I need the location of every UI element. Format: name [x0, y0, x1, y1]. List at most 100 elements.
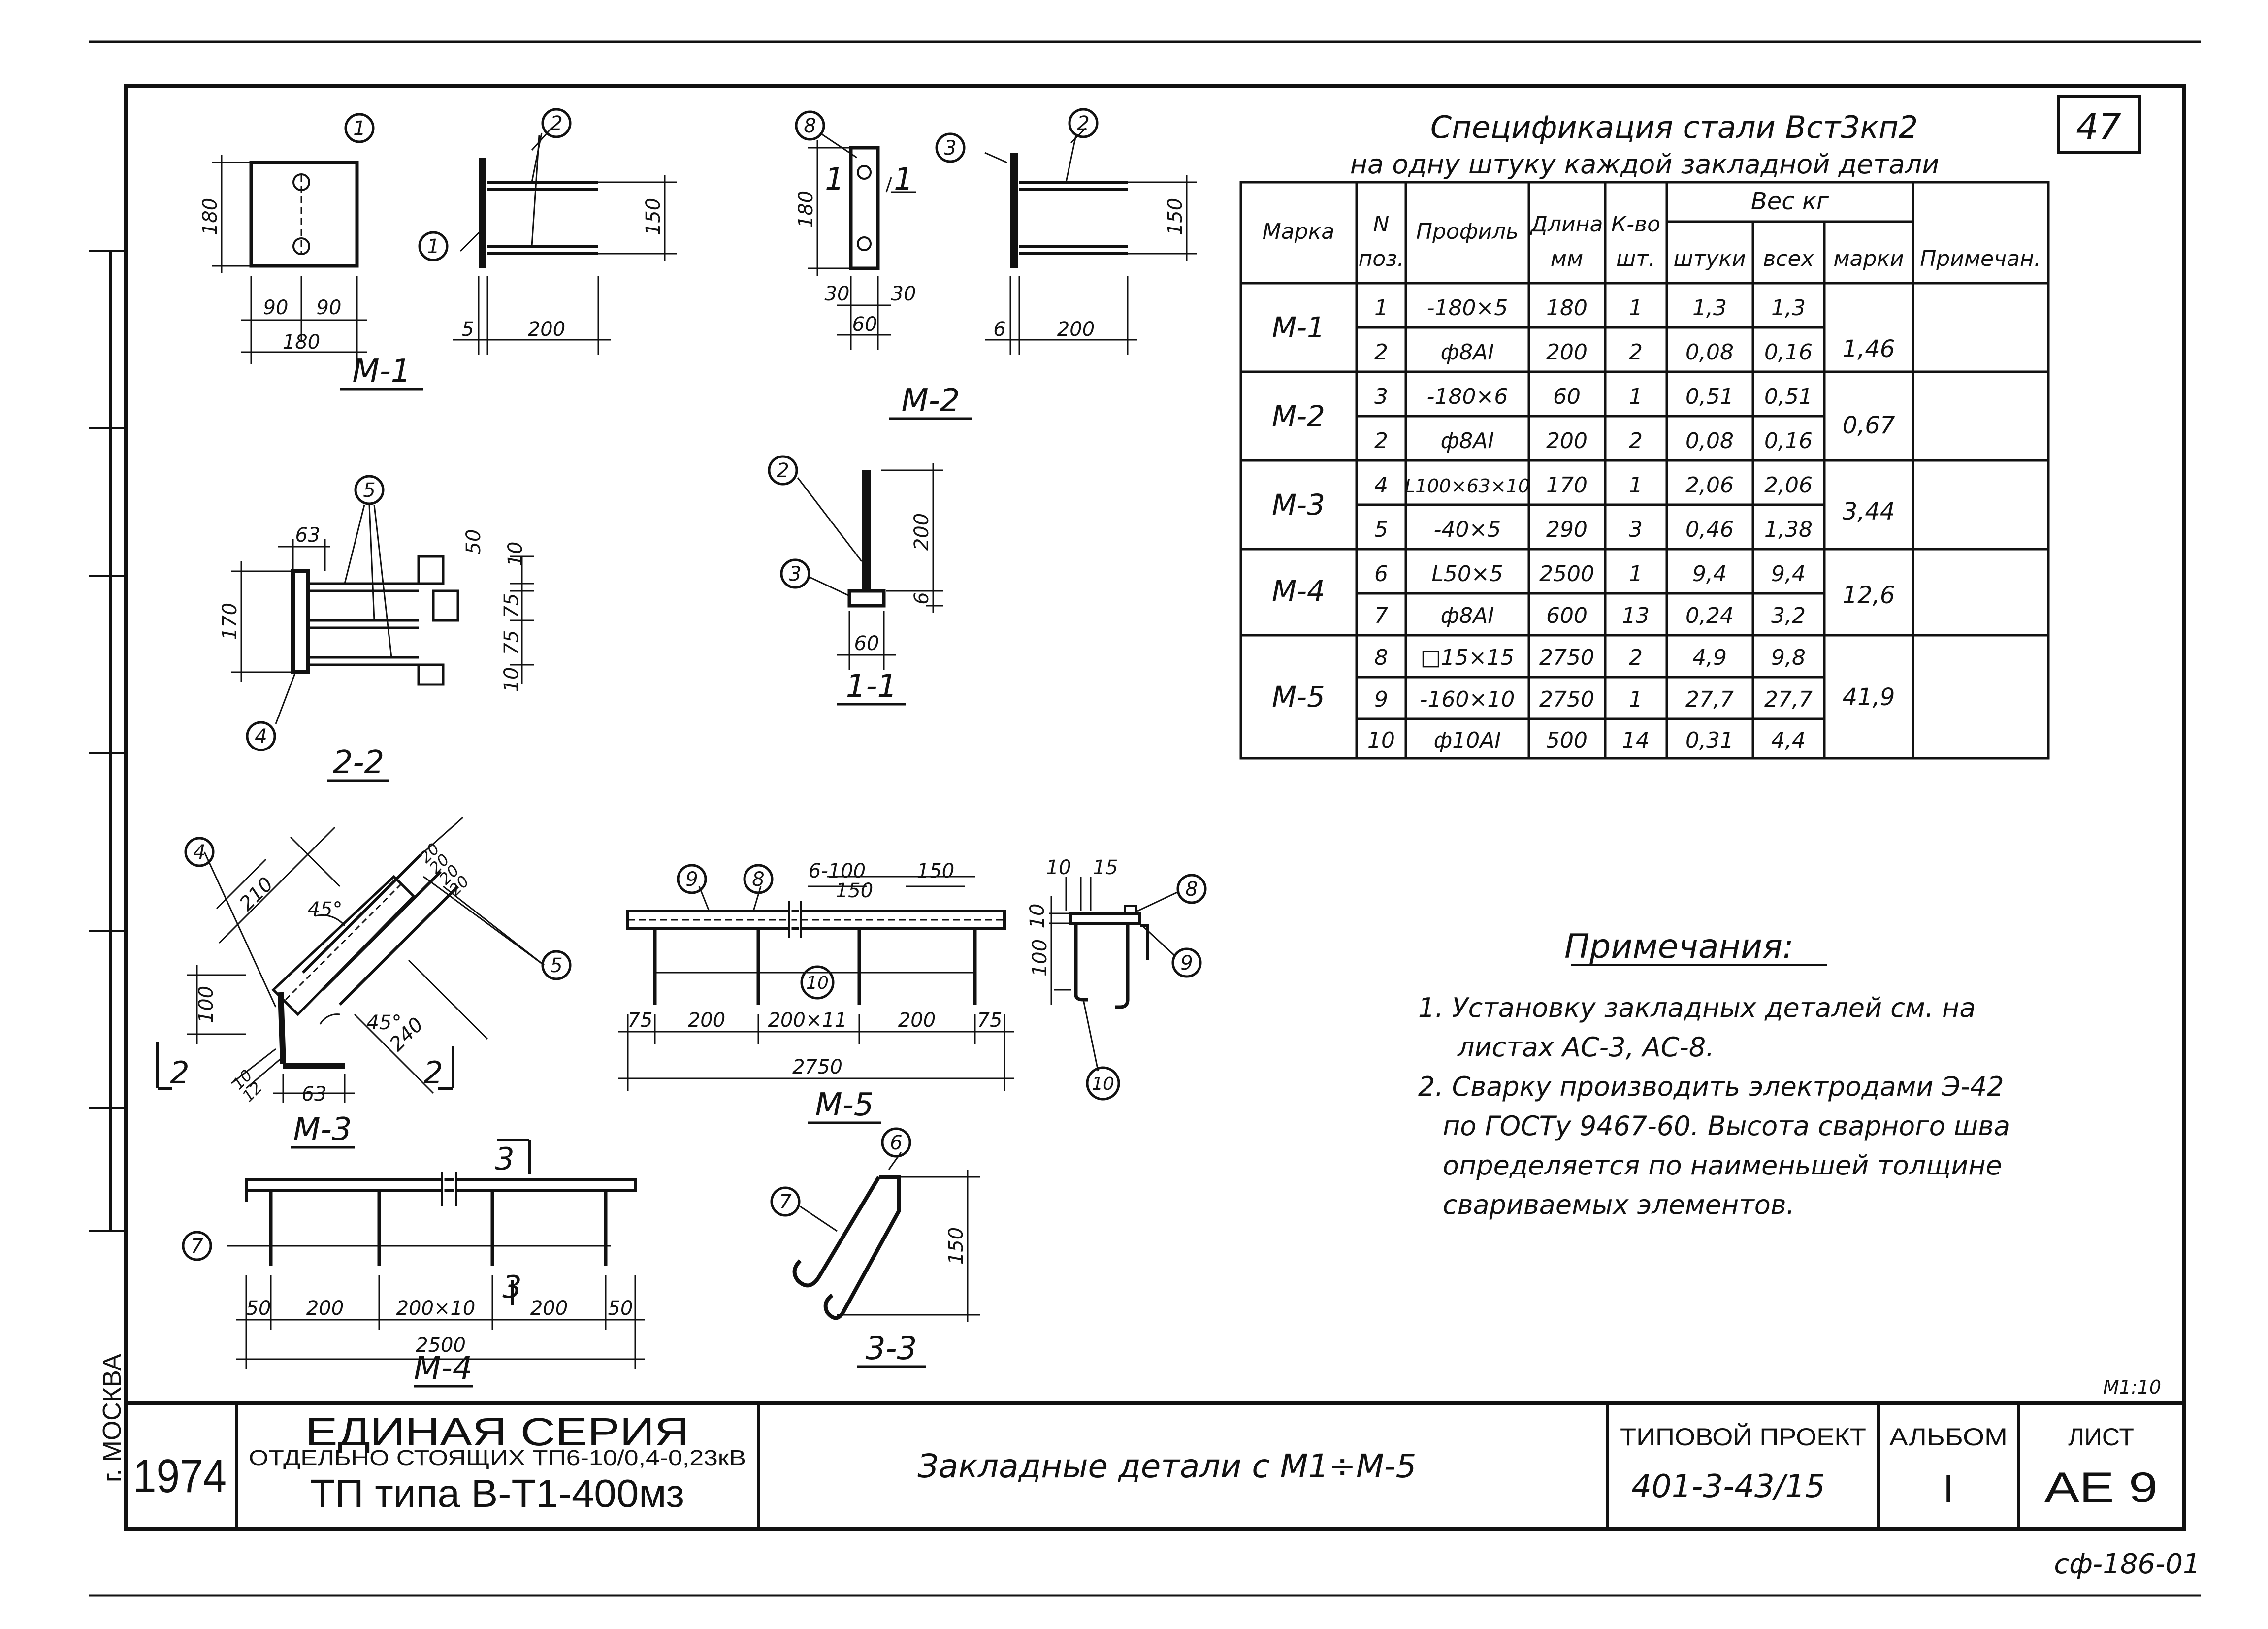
svg-text:60: 60: [1553, 384, 1581, 409]
notes-title: Примечания:: [1564, 927, 1794, 966]
callout-numbers: 1 2 1 8 3 2 5 4 2 3 4 5 9 8 10 8 9 10 6 …: [191, 112, 1198, 1258]
callout-label: 7: [779, 1191, 792, 1213]
svg-text:200×11: 200×11: [768, 1009, 847, 1032]
hdr-pos1: N: [1373, 212, 1390, 237]
svg-text:2: 2: [1629, 645, 1643, 670]
callout-label: 5: [363, 479, 375, 502]
svg-text:15: 15: [1093, 856, 1118, 879]
section-mark: 2: [423, 1055, 443, 1091]
callout-label: 8: [752, 868, 764, 891]
svg-text:210: 210: [235, 873, 278, 916]
svg-text:3: 3: [1374, 384, 1388, 409]
section-mark: 3: [502, 1269, 521, 1305]
group-mark: М-4: [1272, 574, 1325, 608]
svg-text:2: 2: [1374, 340, 1388, 365]
callout-label: 3: [789, 563, 801, 586]
spec-subtitle: на одну штуку каждой закладной детали: [1350, 149, 1940, 180]
table-row: 4 L100×63×10 170 1 2,06 2,06: [1374, 473, 1813, 498]
callout-label: 9: [1180, 952, 1193, 975]
hdr-marka: марки: [1833, 246, 1904, 271]
svg-text:1: 1: [1629, 687, 1643, 712]
svg-text:-180×6: -180×6: [1427, 384, 1508, 409]
callout-label: 3: [944, 137, 956, 160]
stamp-sheet-no: АЕ 9: [2044, 1464, 2158, 1511]
svg-text:□15×15: □15×15: [1421, 645, 1514, 670]
svg-text:L50×5: L50×5: [1431, 561, 1503, 586]
svg-text:600: 600: [1546, 603, 1588, 628]
svg-text:0,24: 0,24: [1685, 603, 1734, 628]
svg-text:0,16: 0,16: [1764, 340, 1813, 365]
svg-text:100: 100: [195, 986, 218, 1023]
view-label-m2: М-2: [901, 383, 960, 419]
svg-text:6: 6: [910, 592, 933, 604]
svg-text:1: 1: [1629, 295, 1643, 321]
stamp-year: 1974: [133, 1450, 227, 1502]
svg-text:1,38: 1,38: [1764, 517, 1813, 542]
hdr-qty1: К-во: [1611, 212, 1660, 237]
section-mark: 3: [495, 1141, 514, 1177]
svg-text:2: 2: [1374, 428, 1388, 454]
svg-text:5: 5: [1374, 517, 1388, 542]
svg-text:6: 6: [1374, 561, 1388, 586]
table-rows: 1 -180×5 180 1 1,3 1,3 2 ф8АI 200 2 0,08…: [1367, 295, 1813, 753]
svg-text:6-100: 6-100: [809, 860, 866, 882]
specification-table: Спецификация стали Вст3кп2 на одну штуку…: [1239, 109, 2050, 760]
notes-block: Примечания: 1. Установку закладных детал…: [1418, 927, 2010, 1220]
svg-text:60: 60: [852, 313, 877, 336]
view-label-m1: М-1: [352, 353, 411, 390]
group-total: 41,9: [1843, 684, 1895, 711]
svg-text:1,3: 1,3: [1771, 295, 1806, 321]
view-label-m5: М-5: [815, 1087, 874, 1123]
svg-text:1,3: 1,3: [1692, 295, 1727, 321]
section-mark: 2: [170, 1055, 189, 1091]
callout-label: 2: [1077, 112, 1089, 135]
svg-text:10: 10: [1046, 856, 1071, 879]
stamp-tp-type: ТП типа В-Т1-400мз: [310, 1471, 684, 1515]
svg-text:75: 75: [500, 593, 523, 619]
stamp-project-label: ТИПОВОЙ ПРОЕКТ: [1620, 1423, 1866, 1451]
callout-label: 5: [550, 954, 562, 977]
svg-text:180: 180: [1546, 295, 1588, 321]
svg-text:9,4: 9,4: [1692, 561, 1727, 586]
group-mark: М-2: [1272, 399, 1325, 433]
svg-text:1: 1: [1629, 384, 1643, 409]
svg-text:200: 200: [1546, 340, 1588, 365]
svg-text:-180×5: -180×5: [1427, 295, 1508, 321]
svg-text:63: 63: [302, 1083, 327, 1106]
svg-text:13: 13: [1622, 603, 1650, 628]
svg-text:45°: 45°: [367, 1011, 402, 1034]
svg-text:50: 50: [462, 529, 485, 554]
svg-text:75: 75: [628, 1009, 653, 1032]
svg-text:2: 2: [1629, 340, 1643, 365]
group-mark: М-5: [1272, 680, 1325, 714]
table-row: 5 -40×5 290 3 0,46 1,38: [1374, 517, 1813, 542]
svg-text:4,4: 4,4: [1771, 728, 1806, 753]
table-row: 2 ф8АI 200 2 0,08 0,16: [1374, 428, 1813, 454]
svg-text:150: 150: [945, 1227, 968, 1265]
hdr-profile: Профиль: [1416, 219, 1519, 244]
note-line: свариваемых элементов.: [1443, 1189, 1795, 1220]
svg-text:75: 75: [500, 630, 523, 655]
svg-text:200: 200: [306, 1297, 344, 1320]
svg-text:0,08: 0,08: [1685, 428, 1734, 454]
svg-text:30: 30: [825, 283, 850, 305]
svg-text:200: 200: [1546, 428, 1588, 454]
svg-text:4: 4: [1374, 473, 1388, 498]
left-margin-ticks: [89, 250, 126, 1232]
table-row: 6 L50×5 2500 1 9,4 9,4: [1374, 561, 1806, 586]
svg-text:150: 150: [1164, 198, 1187, 235]
svg-text:14: 14: [1622, 728, 1650, 753]
callout-circles: [182, 108, 1207, 1261]
svg-text:2,06: 2,06: [1764, 473, 1813, 498]
svg-text:2750: 2750: [1539, 645, 1594, 670]
view-label-m4: М-4: [414, 1350, 472, 1387]
stamp-project-no: 401-3-43/15: [1631, 1468, 1825, 1505]
callout-label: 4: [255, 725, 267, 748]
hdr-len2: мм: [1551, 246, 1583, 271]
svg-text:0,46: 0,46: [1685, 517, 1734, 542]
svg-text:180: 180: [199, 198, 222, 235]
svg-text:9,4: 9,4: [1771, 561, 1806, 586]
table-row: 2 ф8АI 200 2 0,08 0,16: [1374, 340, 1813, 365]
callout-label: 8: [1185, 878, 1198, 901]
